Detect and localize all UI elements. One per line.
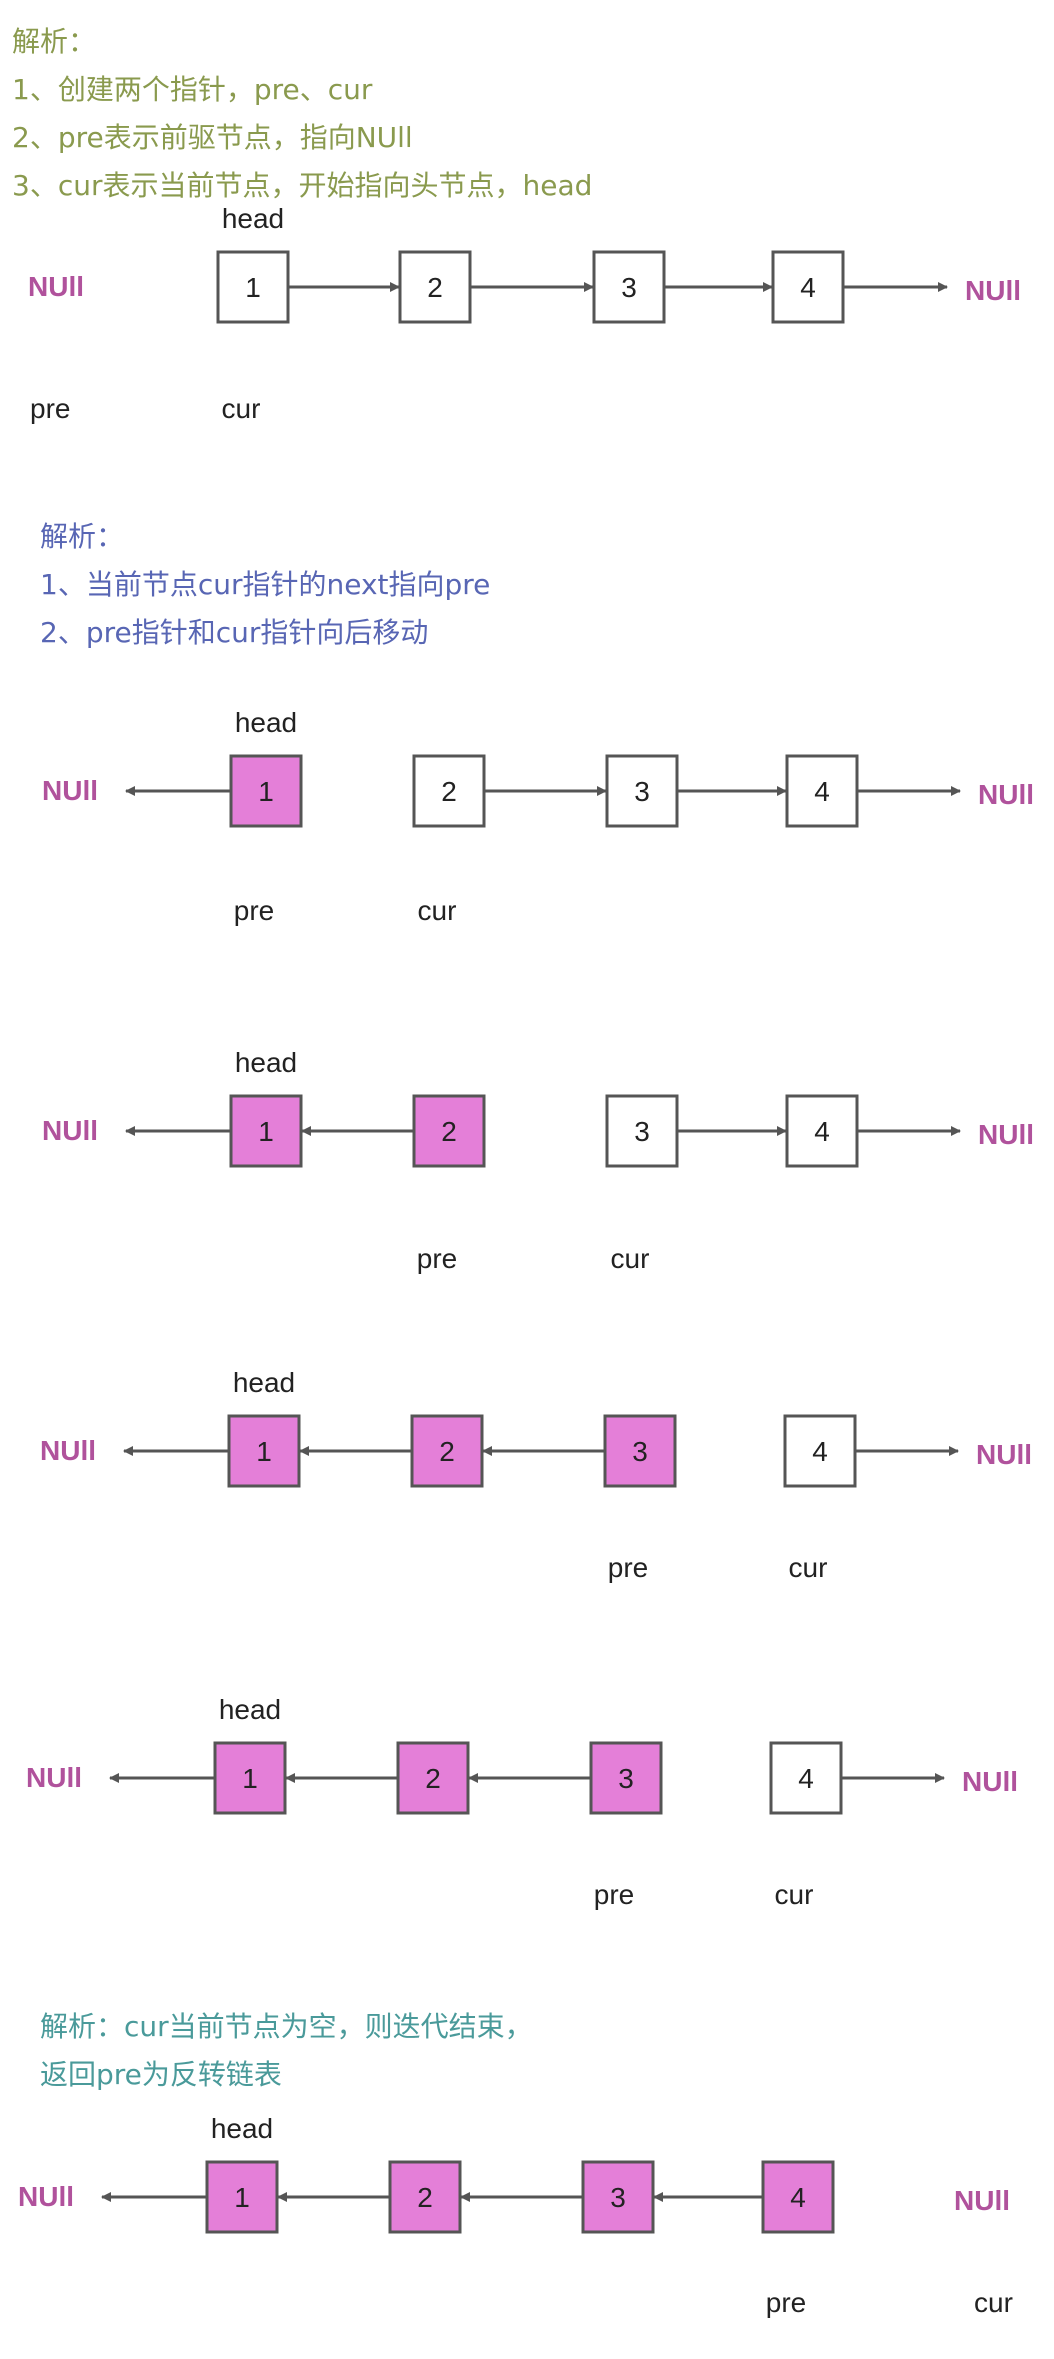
list-node-value: 3 — [610, 2182, 626, 2213]
list-diagram-step-5: NUll NUll 1 2 3 4 head pre cur — [26, 1694, 1018, 1910]
cur-pointer-label: cur — [974, 2287, 1013, 2318]
list-diagram-step-6: NUll NUll 1 2 3 4 head pre cur — [18, 2113, 1013, 2318]
null-label-left: NUll — [40, 1435, 96, 1466]
pre-pointer-label: pre — [594, 1879, 634, 1910]
head-label: head — [211, 2113, 273, 2144]
list-node-value: 4 — [790, 2182, 806, 2213]
list-node-box — [227, 1414, 301, 1488]
list-node-box — [216, 250, 290, 324]
list-node-value: 2 — [425, 1763, 441, 1794]
list-node-value: 1 — [234, 2182, 250, 2213]
list-node-box — [388, 2160, 462, 2234]
list-node-box — [412, 1094, 486, 1168]
note-line: 2、pre表示前驱节点，指向NUll — [12, 121, 413, 154]
list-node-value: 2 — [427, 272, 443, 303]
list-node-value: 3 — [632, 1436, 648, 1467]
list-node-box — [592, 250, 666, 324]
list-node-box — [229, 754, 303, 828]
null-label-left: NUll — [18, 2181, 74, 2212]
list-node-box — [785, 754, 859, 828]
list-node-value: 3 — [618, 1763, 634, 1794]
cur-pointer-label: cur — [222, 393, 261, 424]
pre-pointer-label: pre — [417, 1243, 457, 1274]
note-line: 解析： — [12, 25, 97, 58]
list-node-value: 1 — [256, 1436, 272, 1467]
note-line: 返回pre为反转链表 — [40, 2058, 282, 2091]
list-node-box — [605, 1094, 679, 1168]
null-label-right: NUll — [954, 2185, 1010, 2216]
pre-pointer-label: pre — [30, 393, 70, 424]
head-label: head — [233, 1367, 295, 1398]
list-node-value: 4 — [812, 1436, 828, 1467]
list-node-box — [412, 754, 486, 828]
list-node-value: 3 — [621, 272, 637, 303]
list-node-value: 1 — [245, 272, 261, 303]
list-node-value: 2 — [439, 1436, 455, 1467]
note-line: 解析： — [40, 520, 125, 553]
list-diagram-step-4: NUll NUll 1 2 3 4 head pre cur — [40, 1367, 1032, 1583]
list-node-box — [761, 2160, 835, 2234]
list-diagram-step-2: NUll NUll 1 2 3 4 head pre cur — [42, 707, 1034, 926]
cur-pointer-label: cur — [611, 1243, 650, 1274]
list-node-box — [771, 250, 845, 324]
list-node-box — [213, 1741, 287, 1815]
list-node-value: 3 — [634, 776, 650, 807]
null-label-left: NUll — [26, 1762, 82, 1793]
null-label-left: NUll — [42, 1115, 98, 1146]
list-node-value: 1 — [258, 776, 274, 807]
explanation-note-1: 解析： 1、创建两个指针，pre、cur 2、pre表示前驱节点，指向NUll … — [12, 18, 592, 210]
cur-pointer-label: cur — [418, 895, 457, 926]
null-label-right: NUll — [962, 1766, 1018, 1797]
null-label-right: NUll — [978, 779, 1034, 810]
list-node-box — [769, 1741, 843, 1815]
list-node-box — [229, 1094, 303, 1168]
list-node-value: 4 — [798, 1763, 814, 1794]
list-node-box — [396, 1741, 470, 1815]
null-label-left: NUll — [42, 775, 98, 806]
null-label-right: NUll — [965, 275, 1021, 306]
head-label: head — [235, 707, 297, 738]
head-label: head — [235, 1047, 297, 1078]
note-line: 2、pre指针和cur指针向后移动 — [40, 616, 429, 649]
list-node-box — [605, 754, 679, 828]
head-label: head — [219, 1694, 281, 1725]
pre-pointer-label: pre — [766, 2287, 806, 2318]
list-node-box — [410, 1414, 484, 1488]
list-node-value: 3 — [634, 1116, 650, 1147]
explanation-note-2: 解析： 1、当前节点cur指针的next指向pre 2、pre指针和cur指针向… — [40, 513, 490, 657]
list-node-value: 1 — [258, 1116, 274, 1147]
null-label-right: NUll — [978, 1119, 1034, 1150]
list-node-value: 2 — [441, 776, 457, 807]
pre-pointer-label: pre — [608, 1552, 648, 1583]
note-line: 1、创建两个指针，pre、cur — [12, 73, 373, 106]
list-node-value: 2 — [441, 1116, 457, 1147]
list-node-box — [783, 1414, 857, 1488]
cur-pointer-label: cur — [789, 1552, 828, 1583]
list-node-value: 1 — [242, 1763, 258, 1794]
list-diagram-step-1: NUll NUll 1 2 3 4 head pre cur — [28, 203, 1021, 424]
null-label-left: NUll — [28, 271, 84, 302]
pre-pointer-label: pre — [234, 895, 274, 926]
list-node-value: 4 — [814, 1116, 830, 1147]
list-node-box — [205, 2160, 279, 2234]
explanation-note-3: 解析：cur当前节点为空，则迭代结束， 返回pre为反转链表 — [40, 2003, 533, 2099]
list-node-box — [581, 2160, 655, 2234]
note-line: 解析：cur当前节点为空，则迭代结束， — [40, 2010, 533, 2043]
list-diagram-step-3: NUll NUll 1 2 3 4 head pre cur — [42, 1047, 1034, 1274]
list-node-box — [603, 1414, 677, 1488]
list-node-box — [589, 1741, 663, 1815]
null-label-right: NUll — [976, 1439, 1032, 1470]
list-node-value: 2 — [417, 2182, 433, 2213]
note-line: 3、cur表示当前节点，开始指向头节点，head — [12, 169, 593, 202]
list-node-box — [398, 250, 472, 324]
note-line: 1、当前节点cur指针的next指向pre — [40, 568, 491, 601]
cur-pointer-label: cur — [775, 1879, 814, 1910]
list-node-value: 4 — [800, 272, 816, 303]
list-node-box — [785, 1094, 859, 1168]
head-label: head — [222, 203, 284, 234]
list-node-value: 4 — [814, 776, 830, 807]
